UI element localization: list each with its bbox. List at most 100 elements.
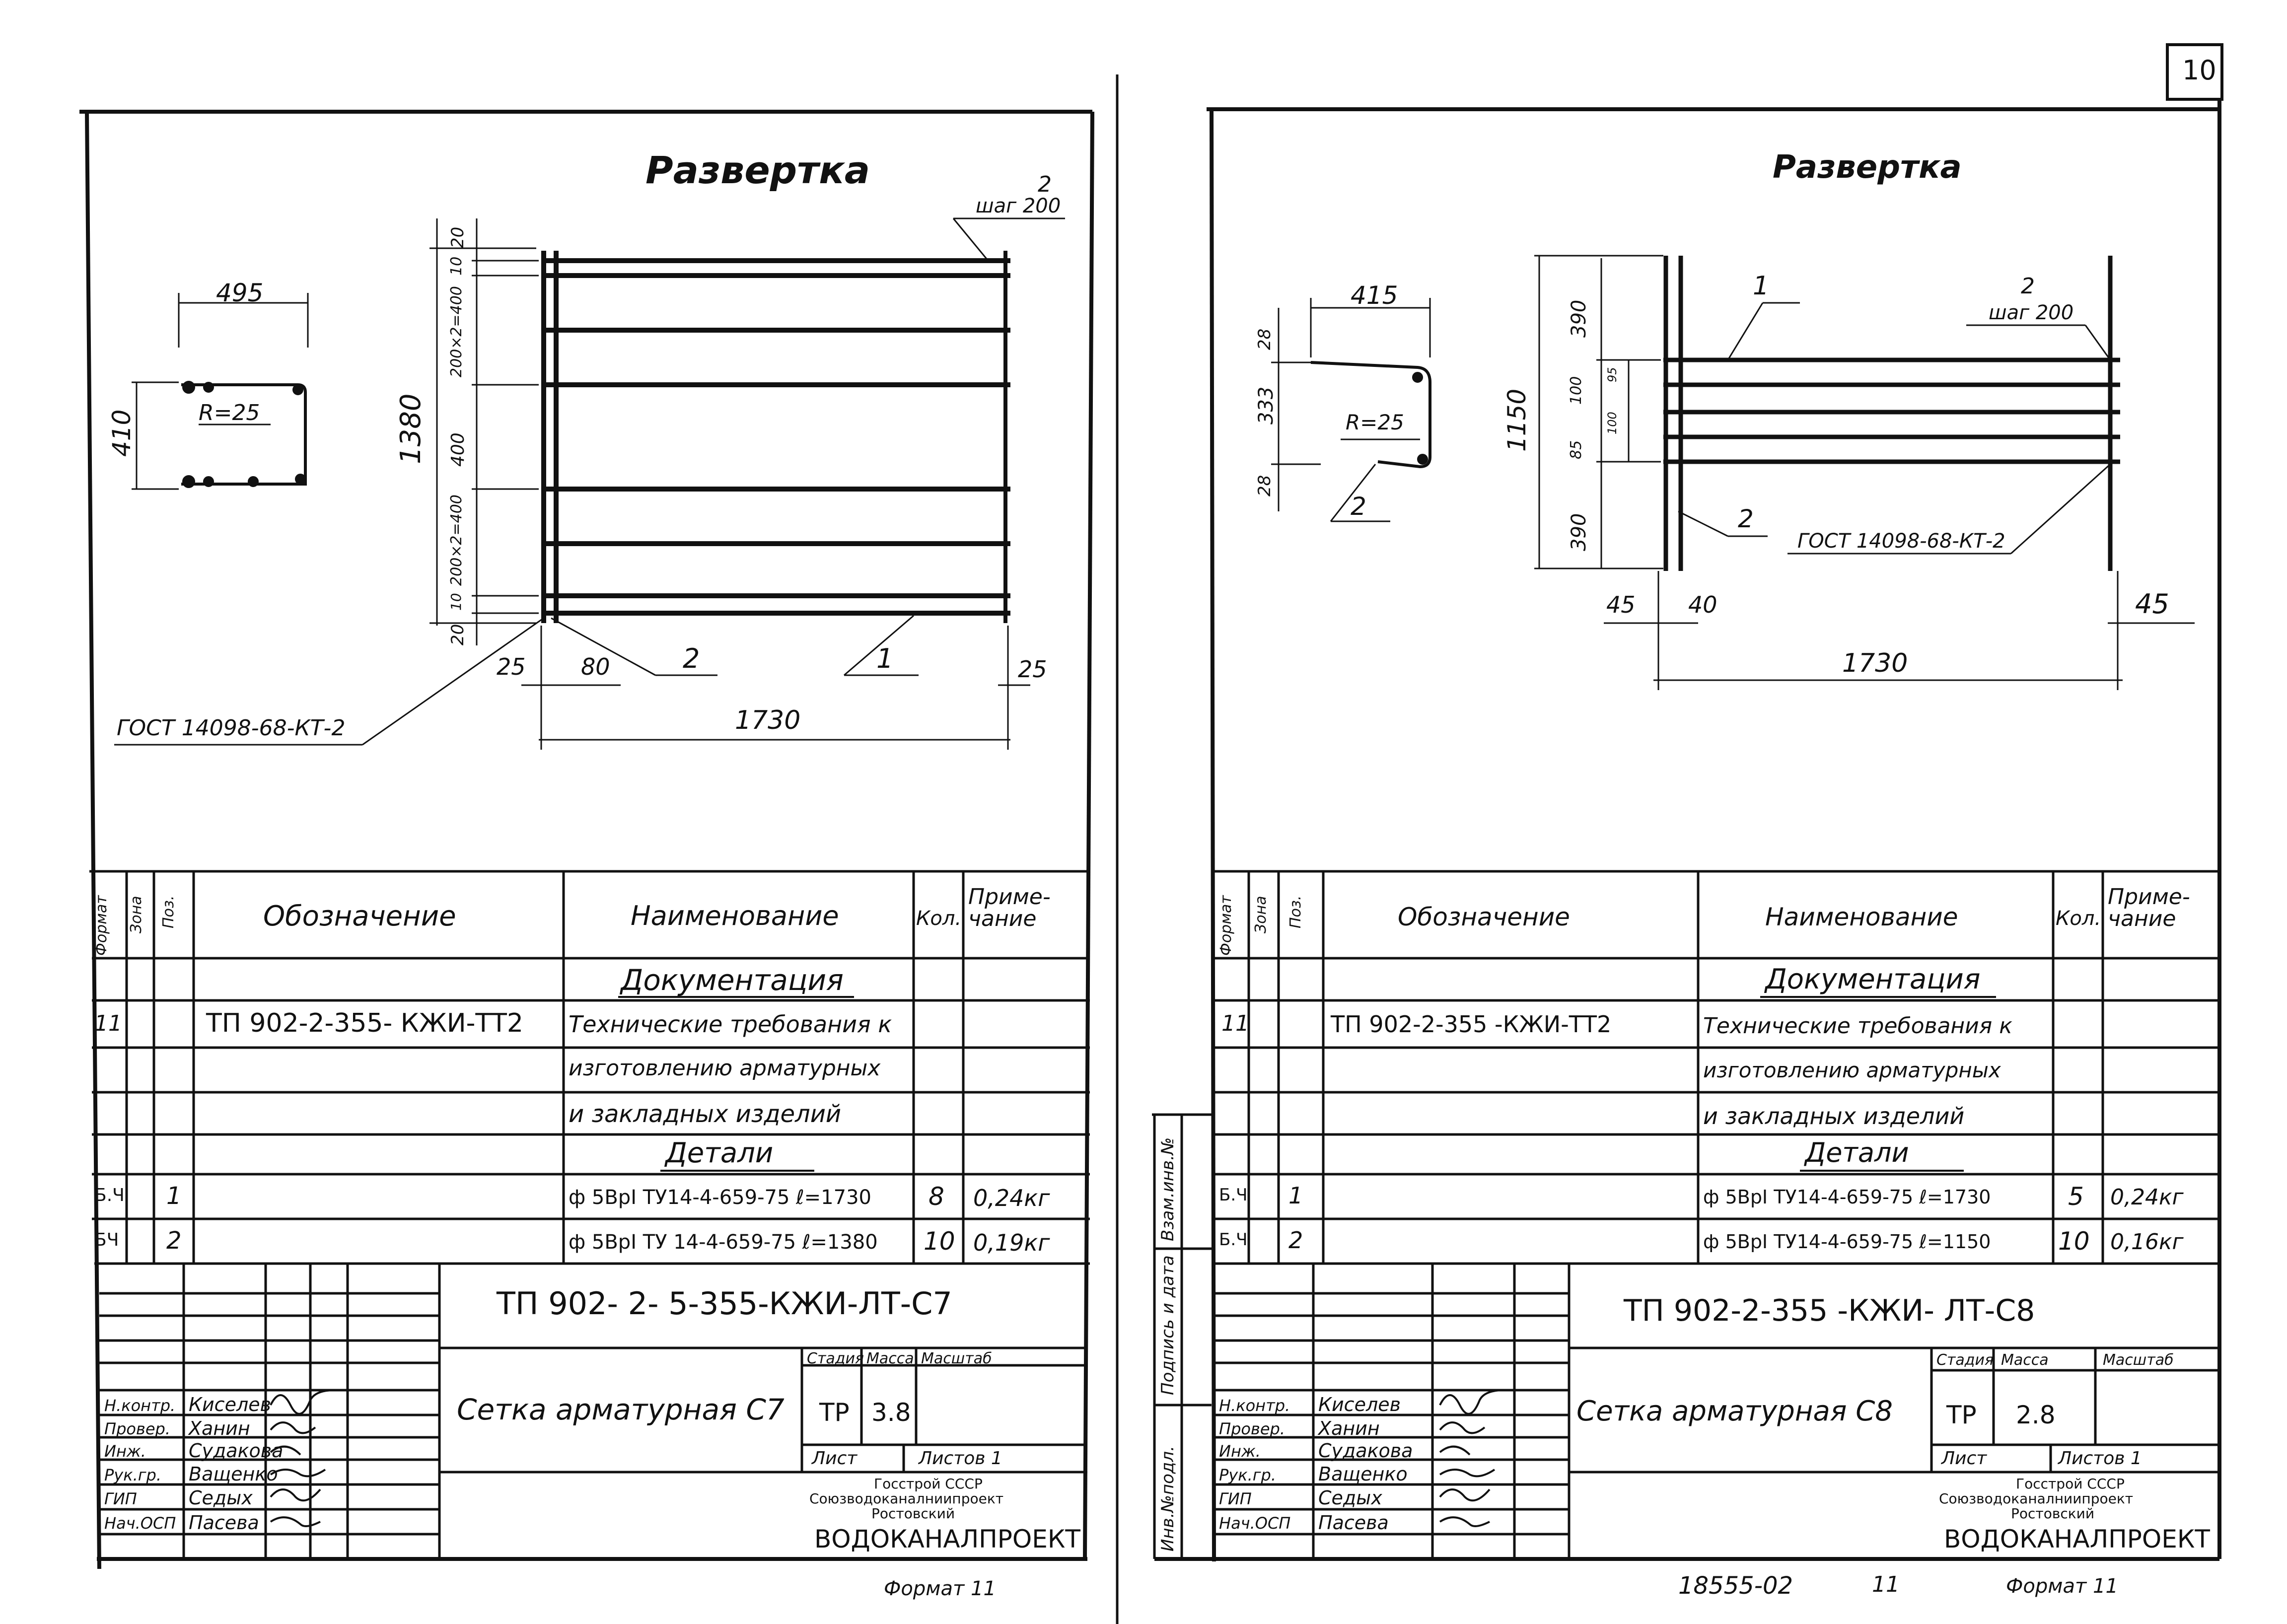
left-stamp-mass-label: Масса: [866, 1350, 914, 1367]
right-spec-grid: [1214, 870, 2219, 1265]
left-leader-gost: ГОСТ 14098-68-КТ-2: [117, 715, 346, 741]
left-dim-radius: R=25: [199, 400, 260, 425]
left-stamp-grid: [99, 1264, 1087, 1559]
right-stamp-grid: [1214, 1264, 2219, 1559]
left-signature-5: [270, 1488, 321, 1502]
right-hdr-zone: Зона: [1252, 896, 1270, 933]
right-role-1: Н.контр.: [1219, 1396, 1290, 1415]
left-role-2: Провер.: [104, 1419, 170, 1438]
right-sheet-frame: [1154, 99, 2221, 1562]
right-dim-28b: 28: [1255, 475, 1275, 496]
right-doc-row1-designation: ТП 902-2-355 -КЖИ-ТТ2: [1331, 1011, 1612, 1038]
left-doc-row2-name: изготовлению арматурных: [569, 1056, 881, 1081]
right-stamp-org2: Союзводоканалниипроект: [1939, 1490, 2134, 1507]
left-part1-qty: 8: [929, 1182, 944, 1211]
right-drawing-title: Развертка: [1773, 149, 1962, 186]
left-stamp-title: Сетка арматурная С7: [457, 1393, 785, 1426]
left-stamp-org2: Союзводоканалниипроект: [809, 1490, 1004, 1507]
left-hdr-qty: Кол.: [916, 907, 962, 930]
right-part2-format: Б.Ч: [1219, 1230, 1248, 1250]
right-signature-5: [1439, 1488, 1491, 1502]
right-role-2: Провер.: [1219, 1419, 1285, 1438]
right-dim-333: 333: [1255, 386, 1278, 424]
right-dim-95: 95: [1605, 367, 1619, 382]
left-role-4: Рук.гр.: [104, 1466, 162, 1484]
right-signature-1: [1439, 1389, 1505, 1415]
left-stamp-org3: Ростовский: [871, 1505, 955, 1522]
left-dim-25a: 25: [497, 653, 526, 680]
right-signature-2: [1439, 1421, 1486, 1434]
right-role-6: Нач.ОСП: [1219, 1514, 1291, 1533]
right-part2-pos: 2: [1288, 1227, 1303, 1254]
right-dim-100: 100: [1568, 376, 1585, 405]
right-leader-pos2b: 2: [1351, 492, 1366, 521]
left-stamp-sheet-label: Лист: [812, 1448, 858, 1469]
left-stamp-org4: ВОДОКАНАЛПРОЕКТ: [814, 1525, 1080, 1553]
right-name-1: Киселев: [1318, 1394, 1401, 1415]
heading-underlines: [618, 996, 1996, 1172]
right-stamp-org1: Госстрой СССР: [2016, 1476, 2125, 1492]
left-section-parts: Детали: [665, 1137, 774, 1169]
footer-doc-code: 18555-02: [1678, 1572, 1793, 1600]
left-signature-1: [270, 1389, 336, 1415]
right-hdr-pos: Поз.: [1287, 895, 1304, 928]
left-signature-4: [270, 1469, 326, 1478]
right-role-3: Инж.: [1219, 1442, 1261, 1461]
right-stamp-mass-label: Масса: [2001, 1351, 2049, 1369]
right-dim-total-h: 1150: [1502, 388, 1531, 452]
left-doc-row1-format: 11: [94, 1011, 122, 1036]
right-doc-row1-format: 11: [1221, 1011, 1249, 1036]
right-dim-width: 415: [1351, 281, 1398, 310]
left-dim-width: 495: [216, 279, 264, 307]
right-section-docs: Документация: [1765, 963, 1981, 995]
side-label-replace: Взам.инв.№: [1158, 1137, 1178, 1241]
right-drawing: [1271, 255, 2195, 690]
right-name-3: Судакова: [1318, 1440, 1413, 1462]
left-signature-3: [270, 1445, 301, 1456]
right-part1-format: Б.Ч: [1219, 1185, 1248, 1205]
left-name-6: Пасева: [189, 1512, 259, 1534]
right-dim-45a: 45: [1606, 591, 1636, 618]
left-role-5: ГИП: [104, 1489, 137, 1508]
right-name-4: Ващенко: [1318, 1463, 1408, 1485]
right-stamp-stage: ТР: [1946, 1401, 1977, 1429]
left-spec-grid: [89, 870, 1090, 1265]
side-label-inv: Инв.№подл.: [1158, 1446, 1178, 1552]
left-part1-name: ф 5ВрI ТУ14-4-659-75 ℓ=1730: [569, 1186, 871, 1209]
right-part1-pos: 1: [1288, 1182, 1303, 1209]
right-part1-qty: 5: [2068, 1182, 2084, 1211]
right-dim-100b: 100: [1605, 412, 1619, 434]
left-drawing: [114, 217, 1065, 750]
left-dim-total-w: 1730: [735, 706, 801, 735]
right-hdr-name: Наименование: [1765, 903, 1958, 931]
left-part1-pos: 1: [166, 1182, 182, 1210]
right-doc-row1-name: Технические требования к: [1703, 1013, 2012, 1039]
left-name-3: Судакова: [189, 1440, 284, 1462]
side-label-signature: Подпись и дата: [1158, 1255, 1178, 1395]
right-hdr-qty: Кол.: [2056, 907, 2101, 930]
footer-format-label: Формат 11: [2006, 1575, 2118, 1598]
right-stamp-mass: 2.8: [2016, 1401, 2056, 1429]
left-stamp-mass: 3.8: [871, 1398, 911, 1427]
left-format-label: Формат 11: [884, 1577, 996, 1600]
right-stamp-org4: ВОДОКАНАЛПРОЕКТ: [1944, 1525, 2210, 1553]
left-hdr-designation: Обозначение: [263, 900, 456, 932]
page-number-box: [2166, 43, 2223, 101]
left-part2-note: 0,19кг: [973, 1229, 1050, 1256]
right-doc-row3-name: и закладных изделий: [1703, 1103, 1965, 1130]
right-leader-step: шаг 200: [1989, 301, 2074, 324]
right-stamp-sheets-label: Листов 1: [2058, 1448, 2142, 1469]
right-stamp-scale-label: Масштаб: [2103, 1351, 2174, 1369]
right-name-5: Седых: [1318, 1487, 1382, 1509]
left-name-5: Седых: [189, 1487, 253, 1509]
left-doc-row3-name: и закладных изделий: [569, 1100, 842, 1128]
right-dim-40: 40: [1688, 591, 1717, 618]
right-signature-6: [1439, 1516, 1490, 1527]
right-part1-name: ф 5ВрI ТУ14-4-659-75 ℓ=1730: [1703, 1186, 1991, 1208]
right-side-strip: [1152, 1113, 1212, 1559]
left-hdr-note: Приме-чание: [968, 884, 1051, 931]
left-part2-pos: 2: [166, 1227, 182, 1255]
right-part1-note: 0,24кг: [2110, 1185, 2184, 1210]
